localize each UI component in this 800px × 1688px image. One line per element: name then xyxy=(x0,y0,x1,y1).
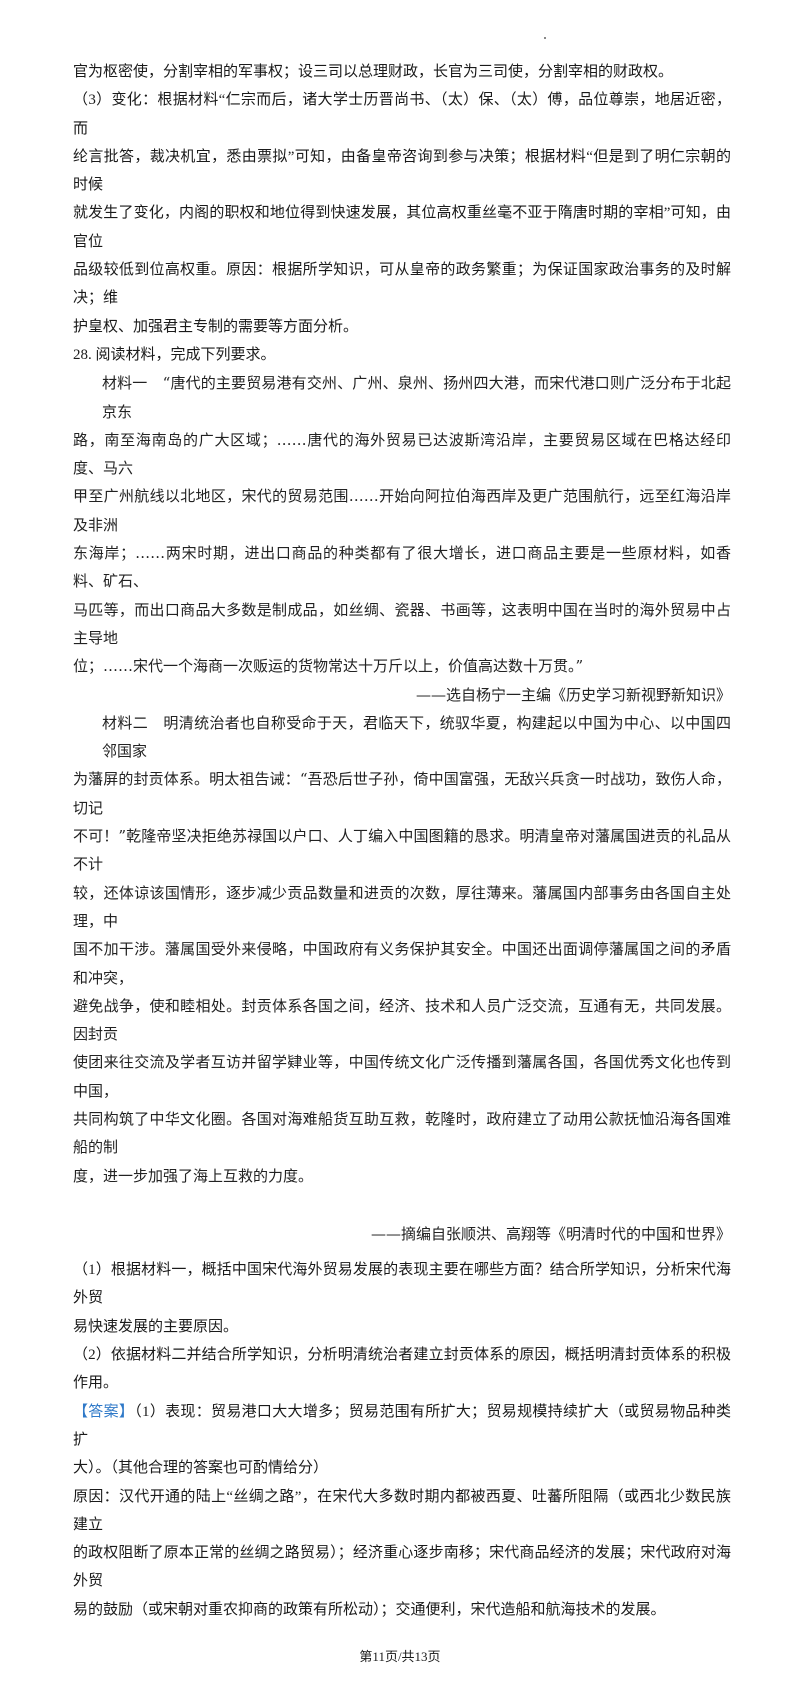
material-one-line: 位；……宋代一个海商一次贩运的货物常达十万斤以上，价值高达数十万贯。” xyxy=(73,657,584,676)
text-line: 护皇权、加强君主专制的需要等方面分析。 xyxy=(73,318,359,335)
question-heading: 28. 阅读材料，完成下列要求。 xyxy=(73,346,276,363)
material-one-line: 东海岸；……两宋时期，进出口商品的种类都有了很大增长，进口商品主要是一些原材料，… xyxy=(73,544,731,591)
material-two-line: 共同构筑了中华文化圈。各国对海难船货互助互救，乾隆时，政府建立了动用公款抚恤沿海… xyxy=(73,1109,731,1157)
material-two-line: 避免战争，使和睦相处。封贡体系各国之间，经济、技术和人员广泛交流，互通有无，共同… xyxy=(73,996,731,1044)
material-two-line: 国不加干涉。藩属国受外来侵略，中国政府有义务保护其安全。中国还出面调停藩属国之间… xyxy=(73,940,731,987)
material-two-line: 不可！”乾隆帝坚决拒绝苏禄国以户口、人丁编入中国图籍的恳求。明清皇帝对藩属国进贡… xyxy=(73,827,731,874)
material-one-line: 马匹等，而出口商品大多数是制成品，如丝绸、瓷器、书画等，这表明中国在当时的海外贸… xyxy=(73,600,731,647)
answer-label: 【答案】 xyxy=(73,1403,135,1420)
sub-question-1: （1）根据材料一，概括中国宋代海外贸易发展的表现主要在哪些方面？结合所学知识，分… xyxy=(73,1262,731,1307)
text-line: 就发生了变化，内阁的职权和地位得到快速发展，其位高权重丝毫不亚于隋唐时期的宰相”… xyxy=(73,205,731,250)
answer-line: 【答案】（1）表现：贸易港口大大增多；贸易范围有所扩大；贸易规模持续扩大（或贸易… xyxy=(73,1398,731,1455)
page-content: 官为枢密使，分割宰相的军事权；设三司以总理财政，长官为三司使，分割宰相的财政权。… xyxy=(73,58,731,1624)
sub-question-1: 易快速发展的主要原因。 xyxy=(73,1318,239,1335)
text-line: （3）变化：根据材料“仁宗而后，诸大学士历晋尚书、（太）保、（太）傅，品位尊崇，… xyxy=(73,92,731,137)
sub-question-2: （2）依据材料二并结合所学知识，分析明清统治者建立封贡体系的原因，概括明清封贡体… xyxy=(73,1347,731,1392)
page-number: 第11页/共13页 xyxy=(359,1649,441,1665)
material-two-source: ——摘编自张顺洪、高翔等《明清时代的中国和世界》 xyxy=(370,1224,731,1243)
text-line: 纶言批答，裁决机宜，悉由票拟”可知，由备皇帝咨询到参与决策；根据材料“但是到了明… xyxy=(73,148,731,194)
answer-text: （1）表现：贸易港口大大增多；贸易范围有所扩大；贸易规模持续扩大（或贸易物品种类… xyxy=(73,1403,731,1448)
answer-text: 大）。（其他合理的答案也可酌情给分） xyxy=(73,1460,329,1477)
material-one-line: 材料一 “唐代的主要贸易港有交州、广州、泉州、扬州四大港，而宋代港口则广泛分布于… xyxy=(102,374,731,421)
material-two-line: 材料二 明清统治者也自称受命于天，君临天下，统驭华夏，构建起以中国为中心、以中国… xyxy=(102,713,731,761)
material-two-line: 使团来往交流及学者互访并留学肄业等，中国传统文化广泛传播到藩属各国，各国优秀文化… xyxy=(73,1053,731,1100)
material-one-line: 甲至广州航线以北地区，宋代的贸易范围……开始向阿拉伯海西岸及更广范围航行，远至红… xyxy=(73,487,731,534)
material-two-line: 度，进一步加强了海上互救的力度。 xyxy=(73,1166,314,1185)
answer-text: 易的鼓励（或宋朝对重农抑商的政策有所松动）；交通便利，宋代造船和航海技术的发展。 xyxy=(73,1601,666,1618)
page-mark xyxy=(544,37,546,39)
material-two-line: 较，还体谅该国情形，逐步减少贡品数量和进贡的次数，厚往薄来。藩属国内部事务由各国… xyxy=(73,883,731,930)
material-two-line: 为藩屏的封贡体系。明太祖告诫：“吾恐后世子孙，倚中国富强，无敌兴兵贪一时战功，致… xyxy=(73,770,731,817)
text-line: 官为枢密使，分割宰相的军事权；设三司以总理财政，长官为三司使，分割宰相的财政权。 xyxy=(73,64,674,80)
material-one-source: ——选自杨宁一主编《历史学习新视野新知识》 xyxy=(415,685,731,704)
material-one-line: 路，南至海南岛的广大区域；……唐代的海外贸易已达波斯湾沿岸，主要贸易区域在巴格达… xyxy=(73,430,731,478)
answer-text: 原因：汉代开通的陆上“丝绸之路”，在宋代大多数时期内都被西夏、吐蕃所阻隔（或西北… xyxy=(73,1488,731,1533)
answer-text: 的政权阻断了原本正常的丝绸之路贸易）；经济重心逐步南移；宋代商品经济的发展；宋代… xyxy=(73,1545,731,1590)
text-line: 品级较低到位高权重。原因：根据所学知识，可从皇帝的政务繁重；为保证国家政治事务的… xyxy=(73,262,731,307)
